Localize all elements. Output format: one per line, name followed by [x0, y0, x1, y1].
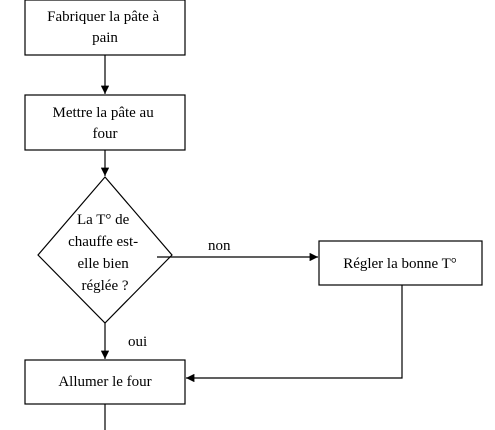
- node-make-dough: Fabriquer la pâte à pain: [24, 0, 186, 56]
- node-make-dough-line-2: pain: [92, 30, 118, 46]
- node-temp-decision-line-3: elle bien: [78, 256, 130, 272]
- node-turn-on-oven-box: [24, 359, 186, 405]
- edge-no-label: non: [208, 238, 231, 254]
- node-make-dough-box: [24, 0, 186, 56]
- node-make-dough-line-1: Fabriquer la pâte à: [47, 9, 159, 25]
- node-temp-decision: La T° de chauffe est- elle bien réglée ?: [37, 176, 173, 324]
- node-put-in-oven: Mettre la pâte au four: [24, 94, 186, 151]
- node-temp-decision-line-4: réglée ?: [81, 278, 128, 294]
- node-turn-on-oven-label: Allumer le four: [58, 374, 151, 390]
- node-set-temp-line-1: Régler la bonne T°: [343, 256, 457, 272]
- node-make-dough-label: Fabriquer la pâte à pain: [47, 9, 163, 46]
- node-turn-on-oven: Allumer le four: [24, 359, 186, 405]
- node-temp-decision-label: La T° de chauffe est- elle bien réglée ?: [68, 212, 142, 294]
- node-temp-decision-diamond: [37, 176, 173, 324]
- node-put-in-oven-line-2: four: [93, 126, 118, 142]
- edge-settemp-to-turnon: [186, 285, 403, 383]
- node-put-in-oven-label: Mettre la pâte au four: [53, 105, 158, 142]
- node-set-temp-box: [318, 240, 483, 286]
- node-temp-decision-line-1: La T° de: [77, 212, 130, 228]
- node-set-temp: Régler la bonne T°: [318, 240, 483, 286]
- node-turn-on-oven-line-1: Allumer le four: [58, 374, 151, 390]
- node-temp-decision-line-2: chauffe est-: [68, 234, 138, 250]
- node-put-in-oven-line-1: Mettre la pâte au: [53, 105, 155, 121]
- edge-yes-label: oui: [128, 334, 147, 350]
- node-set-temp-label: Régler la bonne T°: [343, 256, 457, 272]
